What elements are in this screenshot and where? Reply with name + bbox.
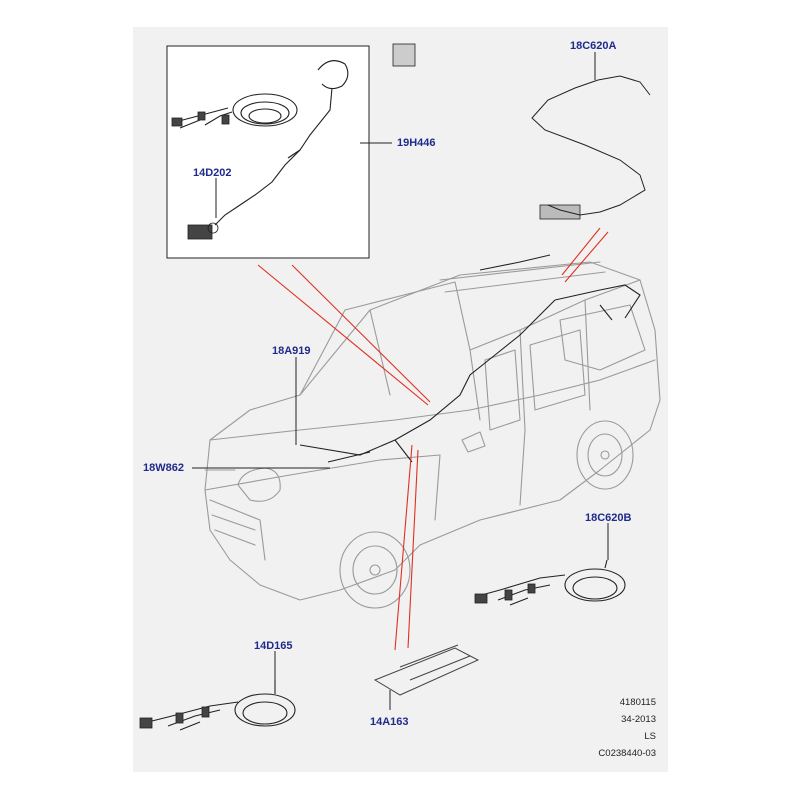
harness-19h446 <box>174 60 349 226</box>
label-14d202: 14D202 <box>193 167 232 179</box>
meta-ref: 4180115 <box>619 697 656 708</box>
label-18a919: 18A919 <box>272 345 311 357</box>
inset-frame <box>166 45 370 259</box>
vehicle-outline <box>204 261 661 609</box>
label-14d165: 14D165 <box>254 640 293 652</box>
label-19h446: 19H446 <box>397 137 436 149</box>
connector-18c620b <box>474 583 536 604</box>
harness-18c620a <box>531 79 646 216</box>
label-18w862: 18W862 <box>143 462 184 474</box>
meta-date-code: 34-2013 <box>621 714 656 725</box>
harness-18c620a-branch <box>597 75 651 96</box>
leader-lines-red <box>257 227 609 651</box>
connector-group <box>171 43 581 240</box>
leader-lines-black <box>192 52 609 710</box>
meta-market: LS <box>644 731 656 742</box>
harness-14d165 <box>147 680 296 731</box>
meta-drawing-no: C0238440-03 <box>598 748 656 759</box>
label-18c620a: 18C620A <box>570 40 617 52</box>
bracket-14a163 <box>373 644 480 696</box>
connector-14d165 <box>139 706 210 729</box>
label-14a163: 14A163 <box>370 716 409 728</box>
harness-18c620b <box>477 559 626 606</box>
vehicle-harness <box>299 254 641 463</box>
label-18c620b: 18C620B <box>585 512 632 524</box>
